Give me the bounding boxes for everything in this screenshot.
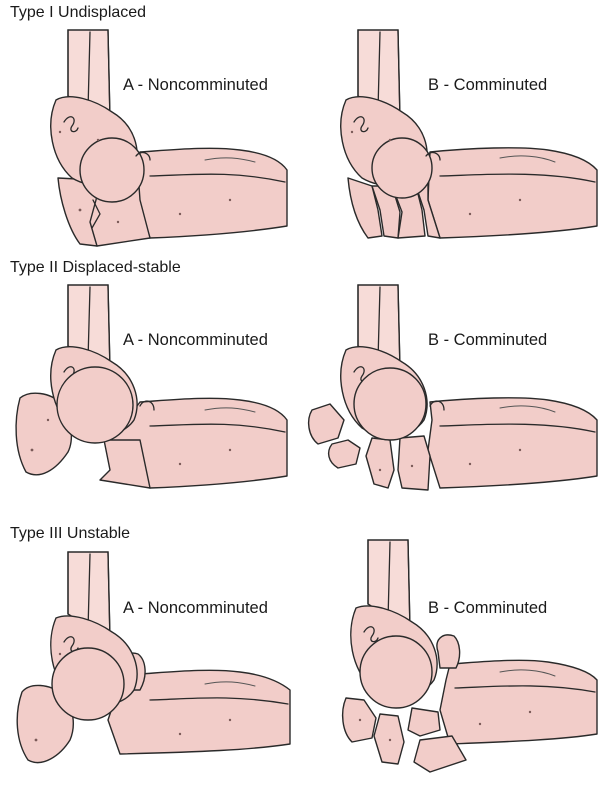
olecranon-fragment — [307, 403, 345, 445]
ulna-shaft — [427, 397, 598, 489]
olecranon-fragment — [365, 437, 395, 489]
panel-1b-label: B - Comminuted — [428, 76, 548, 94]
panel-1a-illustration — [50, 29, 288, 247]
panel-3a-label: A - Noncomminuted — [123, 599, 268, 617]
olecranon-fragment — [413, 735, 467, 773]
ulna-shaft — [439, 659, 598, 745]
ulna-shaft — [107, 669, 291, 755]
capitellum — [56, 366, 134, 444]
capitellum — [359, 635, 433, 709]
panel-3b-label: B - Comminuted — [428, 599, 548, 617]
row-3-title: Type III Unstable — [10, 525, 131, 542]
panel-3b-illustration — [341, 539, 598, 773]
olecranon-fragment — [373, 713, 405, 765]
panel-3a-illustration — [16, 551, 291, 764]
capitellum — [371, 137, 433, 199]
olecranon-distal — [99, 439, 151, 489]
capitellum — [79, 137, 145, 203]
olecranon-fragment — [407, 707, 441, 737]
panel-2a-label: A - Noncomminuted — [123, 331, 268, 349]
olecranon-fragment — [397, 435, 431, 491]
coronoid-tip — [436, 634, 461, 669]
panel-2b-illustration — [307, 284, 598, 491]
panel-1b-illustration — [340, 29, 598, 239]
capitellum — [353, 367, 427, 441]
panel-2a-illustration — [15, 284, 288, 489]
capitellum — [51, 647, 125, 721]
panel-2b-label: B - Comminuted — [428, 331, 548, 349]
ulna-shaft — [103, 397, 288, 489]
panel-1a-label: A - Noncomminuted — [123, 76, 268, 94]
olecranon-fragment — [327, 439, 361, 469]
olecranon-fragment — [347, 177, 383, 239]
row-1-title: Type I Undisplaced — [10, 4, 147, 21]
ulna-shaft — [427, 147, 598, 239]
row-2-title: Type II Displaced-stable — [10, 259, 181, 276]
ulna-shaft — [137, 147, 288, 239]
